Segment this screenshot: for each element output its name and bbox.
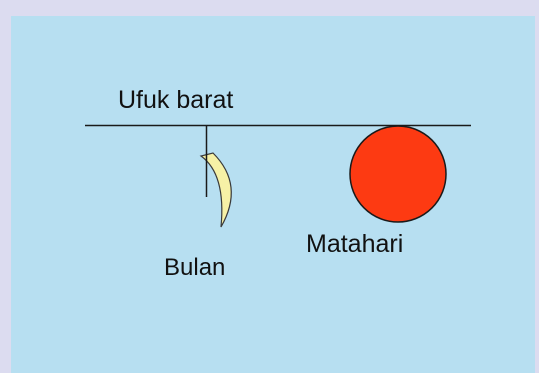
crescent-moon — [199, 152, 232, 228]
sun-label: Matahari — [306, 230, 404, 258]
sky-panel — [11, 16, 535, 373]
horizon-label: Ufuk barat — [118, 86, 234, 114]
moon-label: Bulan — [164, 254, 226, 281]
sun-disc — [349, 125, 447, 223]
